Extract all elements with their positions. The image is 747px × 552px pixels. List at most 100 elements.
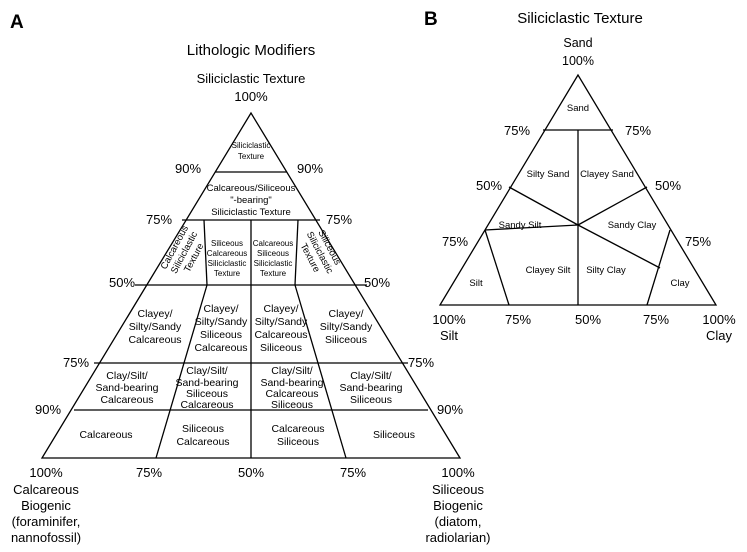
cell-line: Calcareous/Siliceous <box>207 183 296 194</box>
cell-line: Calcareous <box>271 423 324 435</box>
panel-a-right-pct-90: 90% <box>297 161 323 176</box>
cell-line: Clay/Silt/ <box>350 370 392 382</box>
cell-line: Calcareous <box>176 436 229 448</box>
panel-b-letter: B <box>424 9 438 30</box>
cell-line: Texture <box>260 269 287 278</box>
cell-line: Texture <box>214 269 241 278</box>
panel-a-title: Lithologic Modifiers <box>187 42 315 59</box>
panel-b-left-corner-pct: 100% <box>432 312 466 327</box>
cell-clay: Clay <box>670 278 689 289</box>
cell-bearing-calcareous-siliceous: Clay/Silt/ Sand-bearing Calcareous Silic… <box>260 365 323 411</box>
cell-line: Sand-bearing <box>175 377 238 389</box>
cell-line: "-bearing" <box>230 195 272 206</box>
cell-line: Siliciclastic <box>208 259 247 268</box>
panel-b-divider-sandy-silt <box>508 186 579 226</box>
panel-a-left-pct-50: 50% <box>109 275 135 290</box>
panel-a-left-pct-75: 75% <box>146 212 172 227</box>
cell-line: Silty/Sandy <box>255 316 308 328</box>
cell-line: Clay/Silt/ <box>186 365 228 377</box>
cell-siliceous: Siliceous <box>373 429 415 441</box>
cell-line: Siliceous <box>325 334 367 346</box>
cell-line: Siliceous <box>260 342 302 354</box>
corner-line: radiolarian) <box>425 530 490 545</box>
cell-line: Calcareous <box>254 329 307 341</box>
cell-line: Sand-bearing <box>95 382 158 394</box>
panel-a-apex-pct: 100% <box>234 89 268 104</box>
cell-calcareous-siliceous: Calcareous Siliceous <box>271 423 324 448</box>
panel-b-right-pct-50: 50% <box>655 178 681 193</box>
panel-b-divider-clay <box>577 224 661 269</box>
panel-a-left-pct-75b: 75% <box>63 355 89 370</box>
cell-line: Clayey/ <box>328 308 363 320</box>
cell-sand: Sand <box>567 103 589 114</box>
cell-line: Clayey/ <box>137 308 172 320</box>
panel-b-right-pct-75b: 75% <box>685 234 711 249</box>
cell-siliciclastic-texture: Siliciclastic Texture <box>232 141 271 161</box>
panel-a-right-pct-75b: 75% <box>408 355 434 370</box>
panel-b-left-pct-75: 75% <box>504 123 530 138</box>
panel-a-apex-label: Siliciclastic Texture <box>197 71 306 86</box>
panel-b-apex-pct: 100% <box>562 54 594 68</box>
cell-line: Silty/Sandy <box>195 316 248 328</box>
panel-a-right-pct-75: 75% <box>326 212 352 227</box>
cell-line: Sand-bearing <box>260 377 323 389</box>
cell-calcareous: Calcareous <box>79 429 132 441</box>
cell-line: Siliceous <box>271 399 313 411</box>
cell-silty-sand: Silty Sand <box>527 169 570 180</box>
panel-b-apex-label: Sand <box>563 36 592 50</box>
cell-line: Clay/Silt/ <box>106 370 148 382</box>
corner-line: (foraminifer, <box>12 514 81 529</box>
panel-b-left-pct-75b: 75% <box>442 234 468 249</box>
cell-line: Calcareous <box>265 388 318 400</box>
cell-bearing-siliceous-calcareous: Clay/Silt/ Sand-bearing Siliceous Calcar… <box>175 365 238 411</box>
cell-line: Calcareous <box>180 399 233 411</box>
panel-b-left-corner-label: Silt <box>440 328 458 343</box>
cell-sandy-silt: Sandy Silt <box>499 220 542 231</box>
cell-line: Siliceous <box>211 239 243 248</box>
cell-line: Calcareous <box>194 342 247 354</box>
cell-line: Texture <box>238 152 265 161</box>
panel-b-left-pct-50: 50% <box>476 178 502 193</box>
cell-line: Silty/Sandy <box>129 321 182 333</box>
panel-a-right-corner: 100% Siliceous Biogenic (diatom, radiola… <box>425 465 490 545</box>
cell-clayey-siliceous-calcareous: Clayey/ Silty/Sandy Siliceous Calcareous <box>194 303 248 354</box>
panel-a-divider-l1 <box>203 219 208 286</box>
cell-siliceous-calcareous-siliciclastic: Siliceous Calcareous Siliciclastic Textu… <box>207 239 247 278</box>
panel-b-right-corner-pct: 100% <box>702 312 736 327</box>
cell-line: Calcareous <box>207 249 247 258</box>
cell-silty-clay: Silty Clay <box>586 265 626 276</box>
cell-bearing-calcareous: Clay/Silt/ Sand-bearing Calcareous <box>95 370 158 406</box>
cell-clayey-siliceous: Clayey/ Silty/Sandy Siliceous <box>320 308 373 346</box>
cell-line: Siliciclastic <box>232 141 271 150</box>
cell-line: Siliceous <box>186 388 228 400</box>
cell-line: Siliciclastic Texture <box>211 207 291 218</box>
cell-clayey-silt: Clayey Silt <box>526 265 571 276</box>
cell-line: Clayey/ <box>203 303 238 315</box>
panel-a-left-corner: 100% Calcareous Biogenic (foraminifer, n… <box>11 465 81 545</box>
panel-b-title: Siliciclastic Texture <box>517 10 643 27</box>
corner-line: Biogenic <box>21 498 71 513</box>
cell-line: Sand-bearing <box>339 382 402 394</box>
cell-line: Calcareous <box>253 239 293 248</box>
cell-line: Siliceous <box>277 436 319 448</box>
corner-line: Calcareous <box>13 482 79 497</box>
cell-calcareous-siliceous-siliciclastic: Calcareous Siliceous Siliciclastic Textu… <box>253 239 293 278</box>
cell-line: Siliceous <box>200 329 242 341</box>
panel-b-divider-sandy-clay <box>577 186 648 226</box>
panel-b-right-corner-label: Clay <box>706 328 733 343</box>
cell-clayey-calcareous-siliceous: Clayey/ Silty/Sandy Calcareous Siliceous <box>254 303 308 354</box>
cell-line: Siliceous <box>350 394 392 406</box>
panel-b-base-pct-75: 75% <box>505 312 531 327</box>
panel-a-letter: A <box>10 12 24 33</box>
panel-a-divider-r1 <box>294 219 299 286</box>
cell-line: Siliciclastic <box>254 259 293 268</box>
panel-a-divider-r2 <box>294 284 347 459</box>
panel-b-base-pct-75b: 75% <box>643 312 669 327</box>
panel-b-silt-corner <box>484 229 510 306</box>
cell-siliceous-calcareous: Siliceous Calcareous <box>176 423 229 448</box>
panel-a-left-pct-90b: 90% <box>35 402 61 417</box>
cell-calcareous-siliciclastic: Calcareous Siliciclastic Texture <box>159 224 207 276</box>
panel-a-divider-l2 <box>155 284 208 459</box>
corner-line: Biogenic <box>433 498 483 513</box>
